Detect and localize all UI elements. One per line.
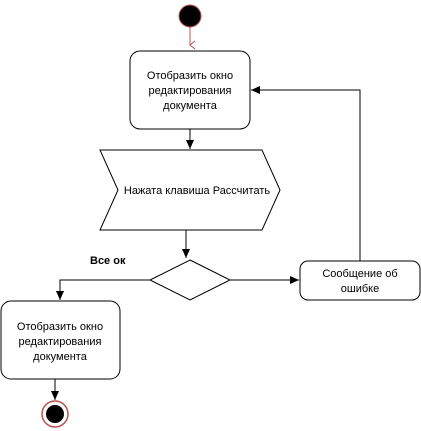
- edge-decision-to-final-activity: [56, 279, 150, 300]
- final-activity-label-line-2: редактирования: [19, 336, 102, 348]
- activity-error-message: Сообщение об ошибке: [299, 260, 421, 301]
- signal-label: Нажата клавиша Рассчитать: [124, 185, 271, 197]
- edge-error-to-display: [251, 86, 361, 261]
- error-label-line-2: ошибке: [341, 283, 379, 295]
- activity-label-line-1: Отобразить окно: [147, 70, 233, 82]
- activity-label-line-3: документа: [163, 100, 218, 112]
- signal-calculate-key-pressed: Нажата клавиша Рассчитать: [99, 149, 281, 231]
- decision-node: [148, 259, 232, 301]
- activity-display-edit-window: Отобразить окно редактирования документа: [129, 50, 251, 130]
- final-activity-label-line-1: Отобразить окно: [17, 321, 103, 333]
- final-activity-label-line-3: документа: [33, 351, 88, 363]
- start-node: [178, 4, 202, 28]
- activity-label-line-2: редактирования: [149, 85, 232, 97]
- activity-display-edit-window-final: Отобразить окно редактирования документа: [0, 300, 121, 380]
- edge-label-all-ok: Все ок: [90, 255, 126, 267]
- error-label-line-1: Сообщение об: [322, 268, 397, 280]
- end-node: [41, 400, 69, 428]
